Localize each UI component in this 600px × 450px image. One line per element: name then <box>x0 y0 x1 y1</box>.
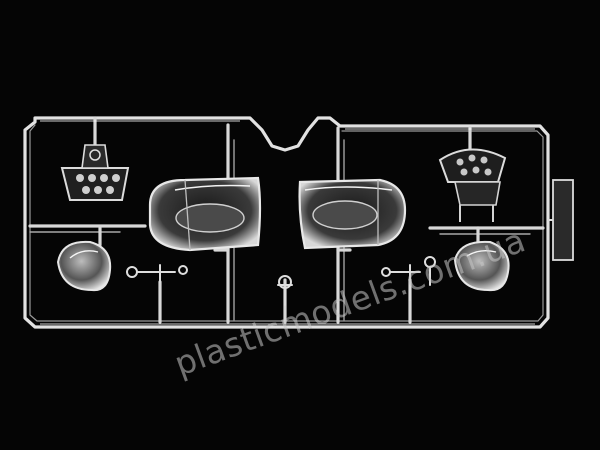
canopy-right <box>298 178 407 250</box>
small-parts <box>126 256 436 306</box>
canopy-left <box>148 176 262 252</box>
instrument-panel-left <box>60 144 130 201</box>
highlights <box>40 120 535 325</box>
sprue-tag <box>548 179 574 261</box>
nose-cone-right <box>453 240 510 292</box>
instrument-panel-right <box>438 148 507 222</box>
nose-cone-left <box>56 240 112 292</box>
